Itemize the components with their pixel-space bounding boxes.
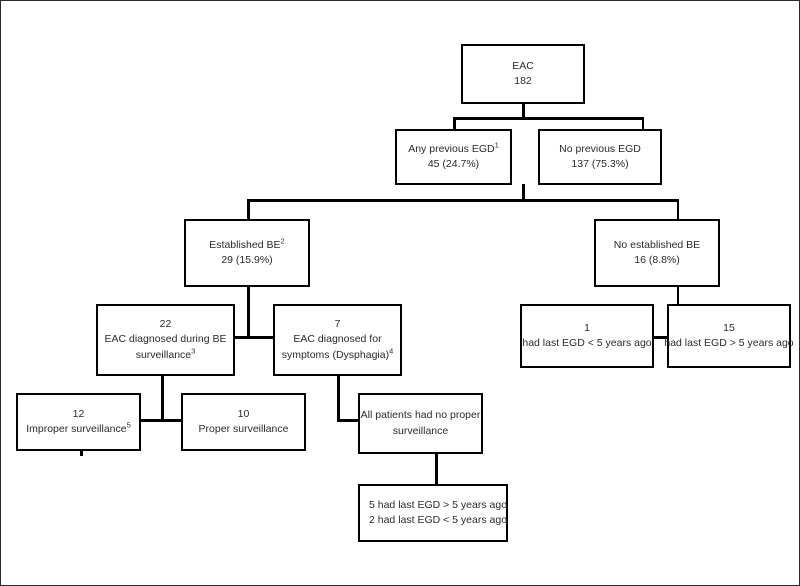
node-no-be-egd-over5[interactable]: 15 had last EGD > 5 years ago — [664, 304, 794, 368]
edge-7-to-allpatients — [337, 419, 361, 422]
node-symptom-egd-timing[interactable]: 5 had last EGD > 5 years ago 2 had last … — [358, 484, 508, 542]
footnote-marker-5: 5 — [126, 420, 131, 430]
node-eac-line1: EAC — [512, 59, 534, 72]
footnote-marker-3: 3 — [191, 346, 196, 356]
node-improper-surveillance-label: Improper surveillance5 — [26, 420, 131, 435]
edge-allpatients-down — [435, 454, 438, 484]
node-any-previous-egd-line1: Any previous EGD1 — [408, 140, 499, 155]
node-eac-for-symptoms-line2: EAC diagnosed for — [293, 333, 382, 346]
node-no-be-egd-over5-count: 15 — [723, 321, 735, 334]
edge-7-down — [337, 376, 340, 421]
edge-established-be-down — [247, 286, 250, 338]
edge-row4-left-bar — [213, 336, 282, 339]
node-no-previous-egd-line2: 137 (75.3%) — [571, 158, 629, 170]
node-any-previous-egd-line2: 45 (24.7%) — [427, 158, 480, 170]
edge-eac-down — [522, 103, 525, 119]
footnote-marker-4: 4 — [389, 346, 394, 356]
node-improper-surveillance[interactable]: 12 Improper surveillance5 — [16, 393, 141, 451]
node-established-be-line1: Established BE2 — [209, 236, 285, 251]
node-no-previous-egd[interactable]: No previous EGD 137 (75.3%) — [538, 129, 662, 185]
node-eac-during-surveillance-line2: EAC diagnosed during BE — [104, 333, 227, 346]
node-no-established-be-line2: 16 (8.8%) — [634, 254, 680, 266]
node-no-established-be[interactable]: No established BE 16 (8.8%) — [594, 219, 720, 287]
node-proper-surveillance[interactable]: 10 Proper surveillance — [181, 393, 306, 451]
node-eac-during-surveillance-line3: surveillance3 — [135, 346, 196, 361]
edge-row3-bar — [247, 199, 679, 202]
node-improper-surveillance-count: 12 — [72, 407, 85, 420]
node-no-be-egd-under5-count: 1 — [584, 321, 590, 334]
node-proper-surveillance-label: Proper surveillance — [198, 423, 289, 435]
node-symptom-egd-timing-line2: 2 had last EGD < 5 years ago — [369, 514, 508, 526]
node-any-previous-egd[interactable]: Any previous EGD1 45 (24.7%) — [395, 129, 512, 185]
node-no-proper-surveillance[interactable]: All patients had no proper surveillance — [358, 393, 483, 454]
edge-row2-bar — [453, 117, 644, 120]
edge-any-egd-down — [522, 184, 525, 201]
footnote-marker-2: 2 — [280, 236, 285, 246]
node-proper-surveillance-count: 10 — [237, 407, 250, 420]
node-no-established-be-line1: No established BE — [613, 238, 701, 251]
edge-22-down — [161, 376, 164, 421]
node-no-previous-egd-line1: No previous EGD — [559, 142, 641, 155]
node-established-be-line2: 29 (15.9%) — [221, 254, 273, 266]
edge-row3-left-drop — [247, 199, 250, 219]
node-eac-during-surveillance[interactable]: 22 EAC diagnosed during BE surveillance3 — [96, 304, 235, 376]
footnote-marker-1: 1 — [494, 140, 499, 150]
edge-row2-right-drop — [641, 117, 644, 129]
node-no-proper-surveillance-line2: surveillance — [392, 424, 449, 437]
node-no-be-egd-under5[interactable]: 1 had last EGD < 5 years ago — [520, 304, 654, 368]
node-no-be-egd-over5-label: had last EGD > 5 years ago — [664, 337, 794, 349]
node-eac-during-surveillance-count: 22 — [159, 318, 172, 331]
node-no-proper-surveillance-line1: All patients had no proper — [360, 409, 481, 422]
node-eac-line2: 182 — [514, 75, 532, 87]
node-eac-for-symptoms-line3: symptoms (Dysphagia)4 — [281, 346, 394, 361]
node-eac-for-symptoms-count: 7 — [334, 318, 341, 331]
node-symptom-egd-timing-line1: 5 had last EGD > 5 years ago — [369, 498, 508, 511]
node-eac-for-symptoms[interactable]: 7 EAC diagnosed for symptoms (Dysphagia)… — [273, 304, 402, 376]
edge-improper-stub — [80, 451, 83, 456]
edge-row5-bar — [117, 419, 205, 422]
edge-row2-left-drop — [453, 117, 456, 129]
node-established-be[interactable]: Established BE2 29 (15.9%) — [184, 219, 310, 287]
node-no-be-egd-under5-label: had last EGD < 5 years ago — [522, 337, 652, 349]
node-eac[interactable]: EAC 182 — [461, 44, 585, 104]
edge-row3-right-drop — [676, 199, 679, 219]
